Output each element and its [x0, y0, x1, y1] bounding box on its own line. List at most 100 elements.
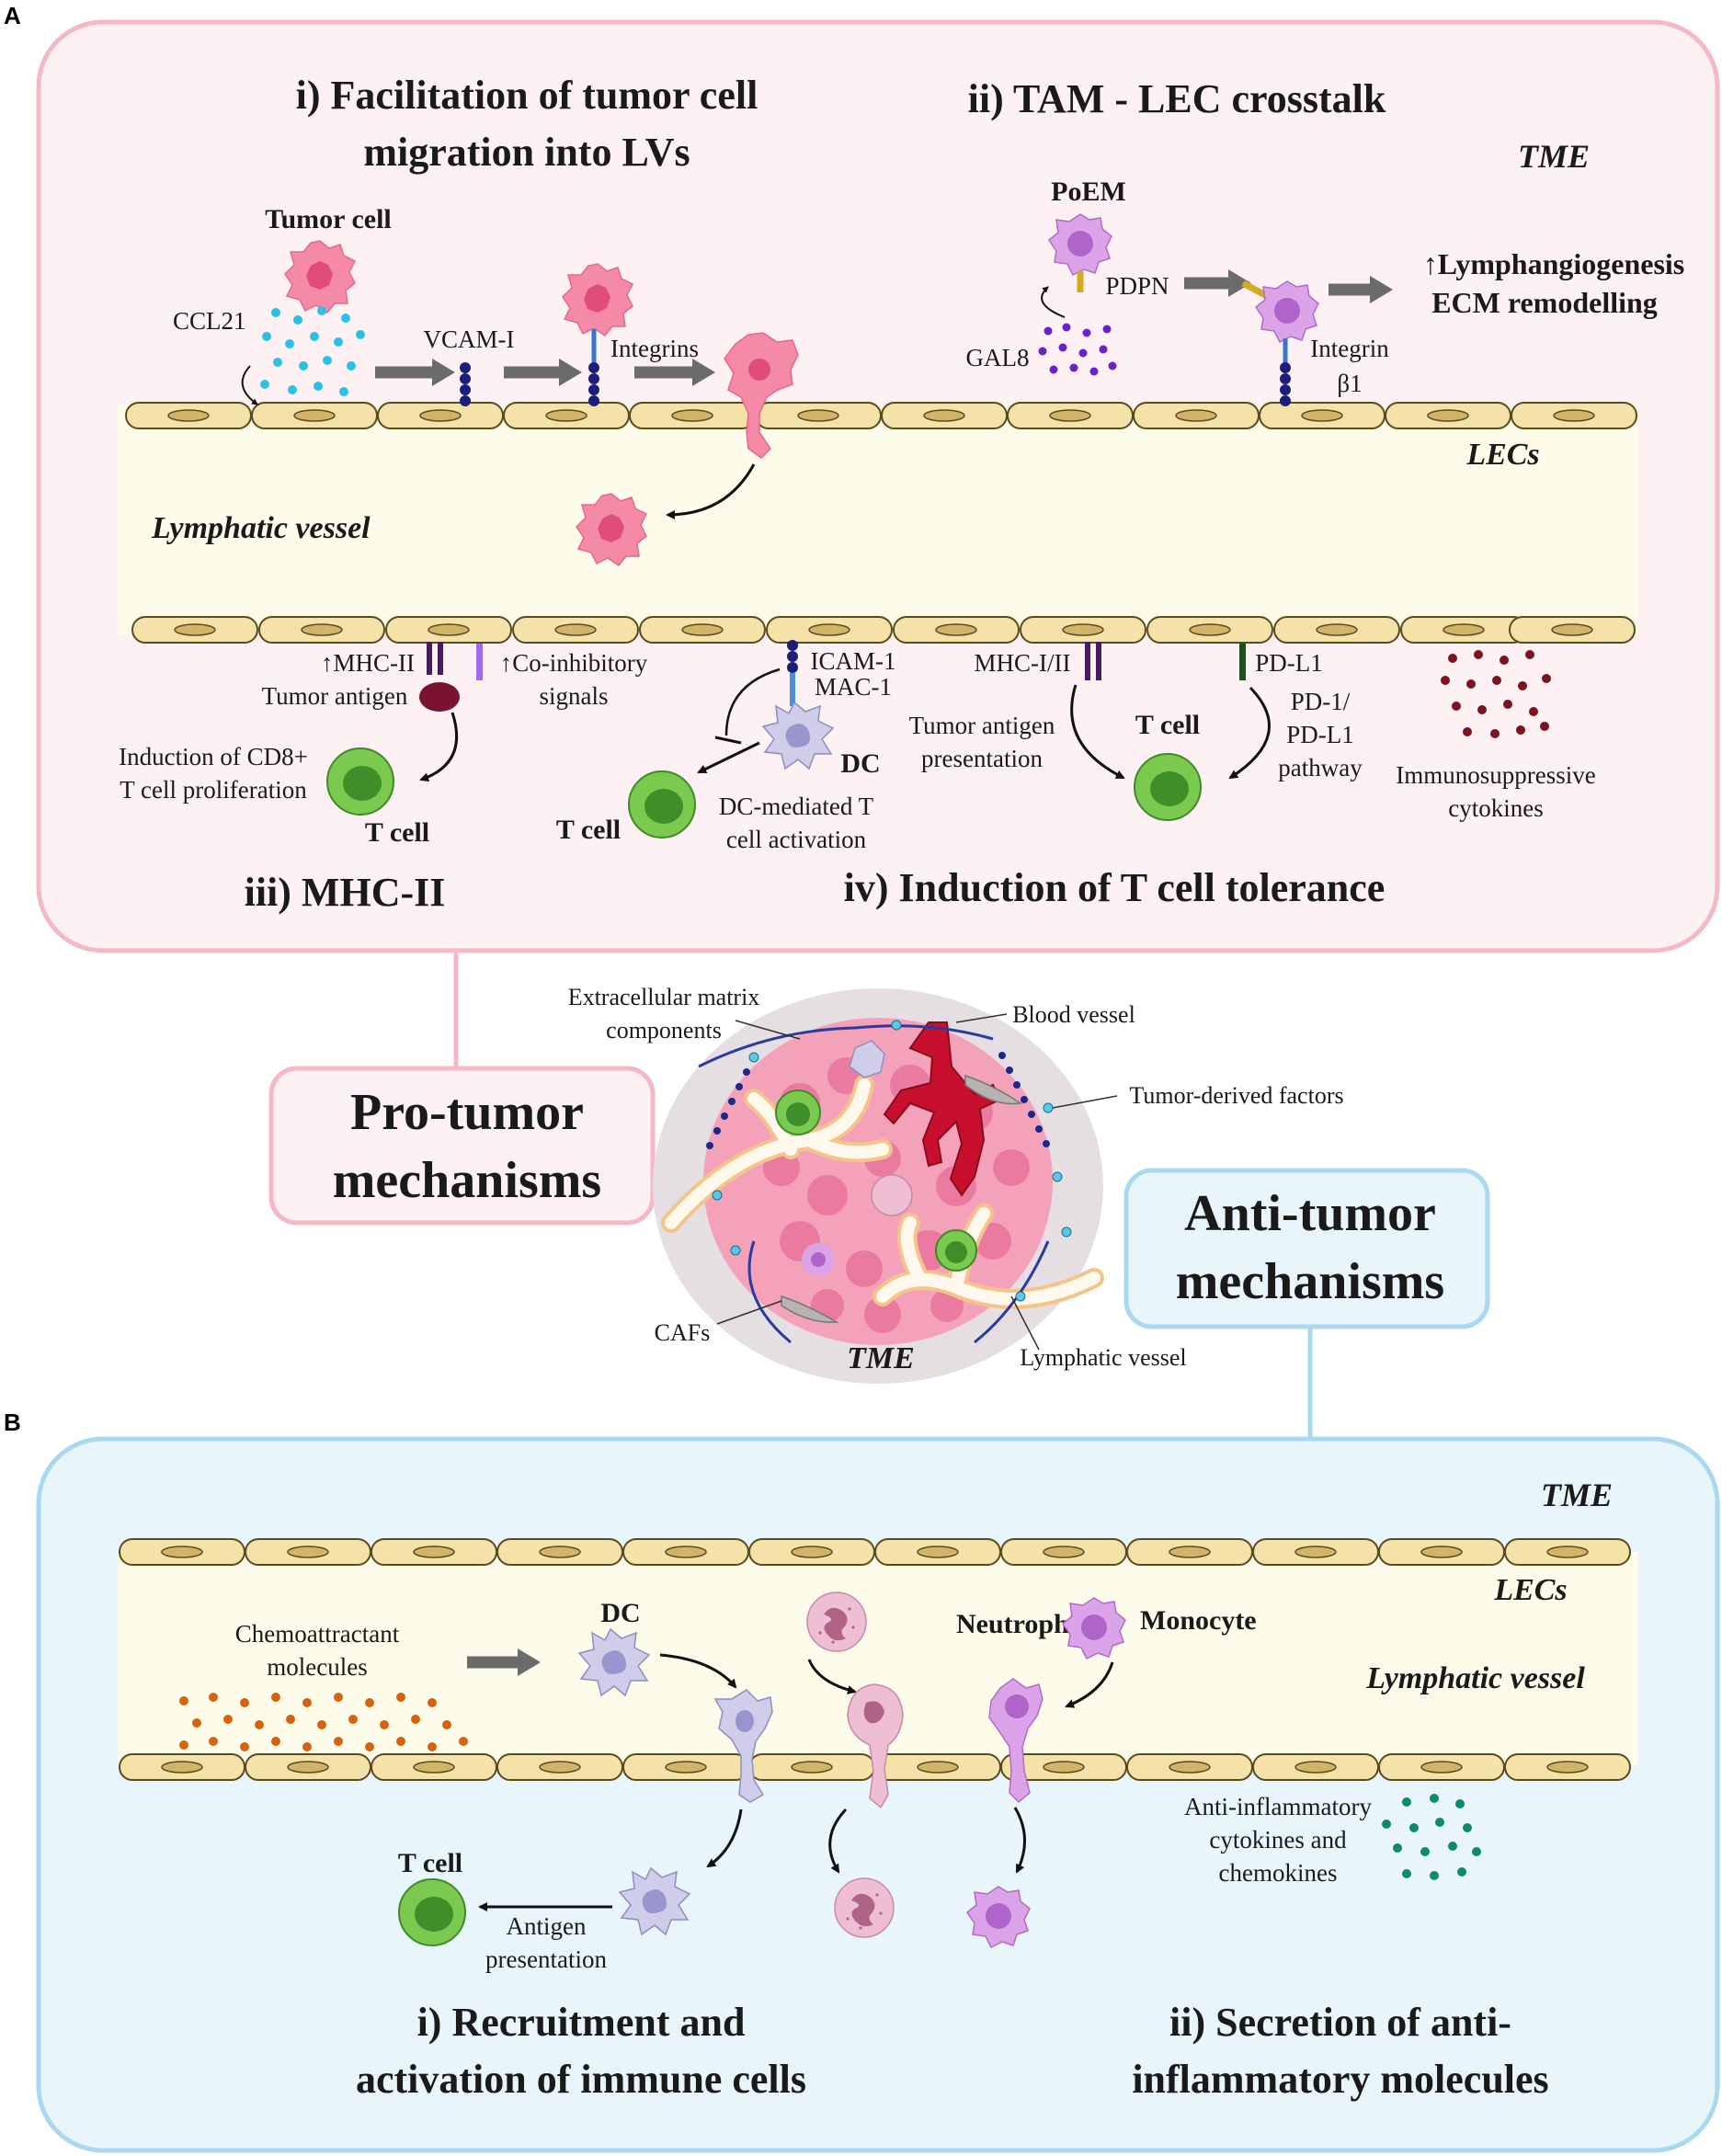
t-cell-label-iv-a: T cell: [556, 815, 621, 845]
ecm-leader: [735, 1020, 801, 1040]
lecs-label-b: LECs: [1493, 1573, 1567, 1607]
monocyte-transmigrating: [988, 1678, 1043, 1804]
integrin-b1-receptor: [1280, 362, 1291, 406]
tumor-cell-label: Tumor cell: [265, 204, 392, 234]
neutrophil-exited: [834, 1877, 895, 1938]
pro-tumor-line1: Pro-tumor: [350, 1084, 584, 1141]
dc-entry-arrow: [659, 1653, 737, 1689]
integrin-b1-label-line1: Integrin: [1310, 335, 1389, 362]
pdpn-binding: [1241, 279, 1269, 300]
tumor-antigen-label: Tumor antigen: [262, 682, 408, 710]
cafs-label: CAFs: [655, 1319, 711, 1346]
neutrophil-cell: [806, 1591, 867, 1652]
integrin-receptor: [588, 362, 599, 406]
dc-label-b: DC: [600, 1598, 640, 1628]
t-cell-tolerance: [1134, 753, 1202, 821]
integrins-label: Integrins: [610, 335, 699, 362]
anti-tumor-box: [1123, 1168, 1490, 1329]
tme-label-a: TME: [1518, 138, 1590, 175]
blood-vessel-leader: [955, 1013, 1008, 1023]
lec-row-bottom: [131, 616, 1636, 644]
mhc-ii-arrow: [419, 712, 459, 782]
section-b-i-line1: i) Recruitment and: [417, 2000, 746, 2045]
dc-activation-line1: DC-mediated T: [719, 793, 874, 820]
section-b-i-line2: activation of immune cells: [356, 2057, 806, 2102]
gray-arrowhead-b: [518, 1648, 541, 1676]
pdpn-label: PDPN: [1105, 272, 1169, 300]
neutrophil-exit-arrow: [828, 1808, 848, 1874]
mhc-tcell-arrow: [1070, 684, 1125, 780]
section-iii-title: iii) MHC-II: [245, 870, 446, 915]
anti-tumor-line1: Anti-tumor: [1184, 1185, 1436, 1242]
anti-inflammatory-line2: cytokines and: [1209, 1826, 1347, 1854]
lymph-leader: [1010, 1295, 1040, 1351]
gray-arrowhead-4: [1228, 269, 1251, 297]
monocyte-exit-arrow: [1013, 1807, 1026, 1874]
tumor-entry-arrow: [666, 463, 756, 519]
mhc-i-ii-receptor: [1085, 642, 1101, 680]
tme-center-label: TME: [847, 1341, 915, 1375]
vcam-label: VCAM-I: [424, 325, 515, 353]
t-cell-label-iv-b: T cell: [1135, 710, 1200, 740]
gray-arrowhead-3: [692, 359, 715, 386]
t-cell-mhc: [326, 747, 394, 816]
pd-pathway-line3: pathway: [1278, 754, 1363, 781]
dc-transmigrating: [713, 1689, 773, 1803]
gray-arrowhead-1: [432, 359, 455, 386]
tme-label-b: TME: [1541, 1477, 1613, 1513]
lymphatic-vessel-band: [118, 405, 1638, 634]
gray-arrowhead-5: [1370, 276, 1393, 303]
outcome-line1: ↑Lymphangiogenesis: [1423, 247, 1685, 280]
mhc-ii-receptor: [419, 642, 460, 712]
panel-a-letter: A: [4, 2, 21, 29]
ccl21-dots: [260, 306, 365, 396]
section-ii-title: ii) TAM - LEC crosstalk: [968, 76, 1386, 121]
icam-receptor: [787, 640, 798, 673]
tumor-factors-label: Tumor-derived factors: [1129, 1082, 1343, 1109]
transmigrating-tumor-cell: [724, 332, 799, 459]
anti-inflammatory-line3: chemokines: [1219, 1859, 1338, 1887]
anti-inflammatory-dots: [1382, 1794, 1481, 1880]
integrin-b1-label-line2: β1: [1337, 370, 1362, 397]
vcam-receptor: [460, 362, 471, 406]
pd-pathway-line1: PD-1/: [1291, 688, 1351, 715]
antigen-presentation-line2: presentation: [921, 745, 1043, 772]
pro-tumor-box: [268, 1066, 656, 1226]
immunosuppressive-dots: [1441, 650, 1551, 738]
antigen-presentation-b-line1: Antigen: [507, 1912, 587, 1940]
co-inhibitory-line1: ↑Co-inhibitory: [500, 649, 648, 677]
icam-label-line2: MAC-1: [815, 673, 892, 701]
monocyte-entry-arrow: [1065, 1661, 1114, 1708]
mhc-i-ii-label: MHC-I/II: [975, 649, 1071, 677]
pro-tumor-line2: mechanisms: [333, 1152, 601, 1209]
section-iv-title: iv) Induction of T cell tolerance: [844, 865, 1386, 910]
gal8-dots: [1038, 323, 1117, 376]
pd-l1-bar: [1239, 644, 1246, 680]
ccl21-label: CCL21: [173, 307, 246, 335]
blood-vessel-label: Blood vessel: [1012, 1001, 1135, 1028]
mhc-ii-label: ↑MHC-II: [321, 649, 415, 677]
inhibition-line: [724, 667, 781, 736]
dc-exit-arrow: [706, 1808, 743, 1868]
pd-pathway-line2: PD-L1: [1286, 721, 1354, 748]
chemoattractant-line2: molecules: [267, 1653, 367, 1681]
dc-label-a: DC: [840, 748, 880, 779]
anti-inflammatory-line1: Anti-inflammatory: [1184, 1793, 1372, 1820]
inhibition-bar: [714, 736, 742, 745]
immunosuppressive-line2: cytokines: [1448, 794, 1543, 822]
lymphatic-vessel-center-label: Lymphatic vessel: [1020, 1344, 1186, 1371]
cd8-label-line1: Induction of CD8+: [119, 743, 308, 770]
icam-label-line1: ICAM-1: [811, 647, 896, 675]
neutrophil-transmigrating: [847, 1683, 904, 1809]
lymphatic-vessel-label-a: Lymphatic vessel: [151, 511, 371, 545]
lymphatic-vessel-label-b: Lymphatic vessel: [1365, 1661, 1585, 1695]
co-inhibitory-line2: signals: [539, 682, 608, 710]
t-cell-b: [398, 1878, 466, 1946]
t-cell-label-b: T cell: [398, 1848, 462, 1878]
ecm-label-line2: components: [606, 1017, 722, 1044]
panel-b-letter: B: [4, 1409, 21, 1436]
outcome-line2: ECM remodelling: [1431, 286, 1658, 319]
neutrophil-entry-arrow: [807, 1659, 857, 1694]
co-inhibitory-bar: [476, 644, 483, 680]
ecm-label-line1: Extracellular matrix: [568, 984, 760, 1010]
